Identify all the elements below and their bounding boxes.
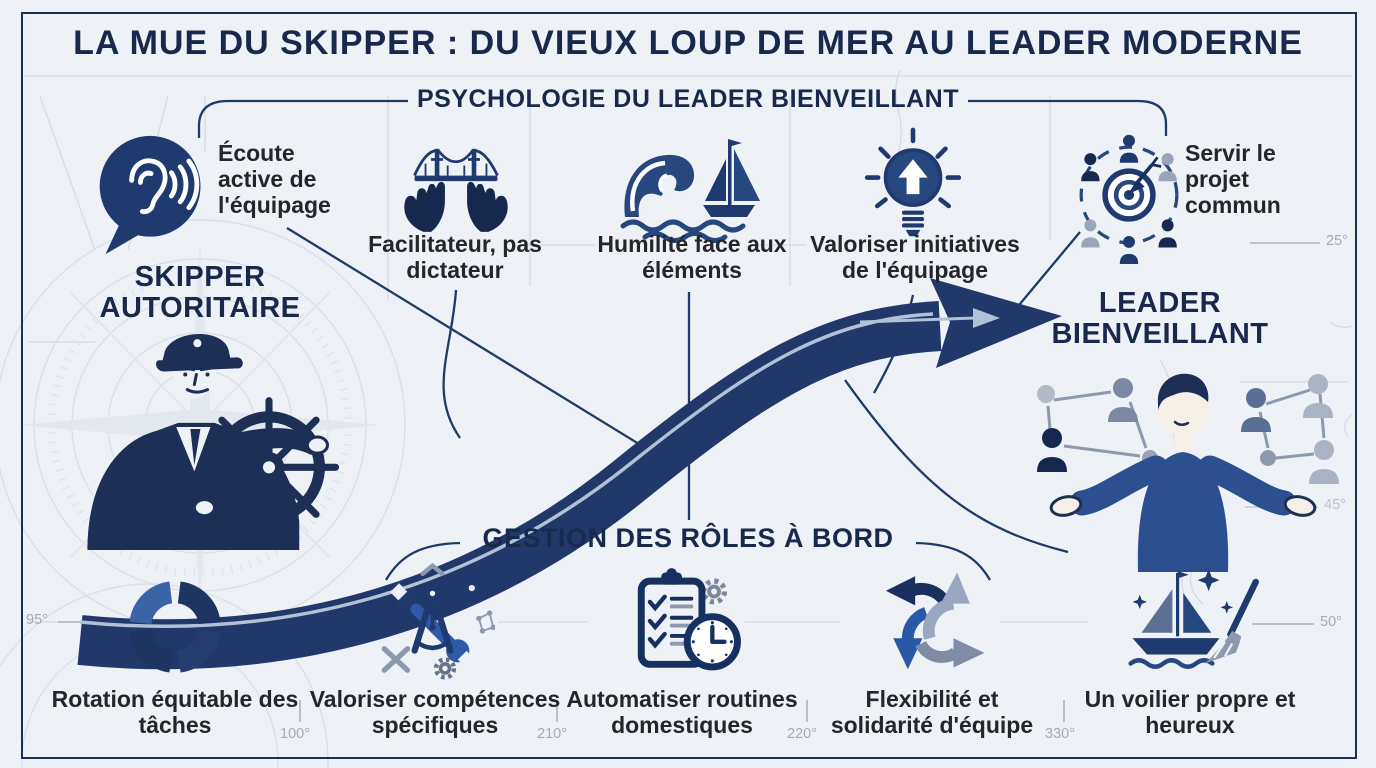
infographic-title: LA MUE DU SKIPPER : DU VIEUX LOUP DE MER… [73,24,1303,62]
role-item-competences [370,563,495,681]
degree-mark-330: 330° [1045,726,1075,742]
team-target-icon [1079,134,1179,264]
psych-item-ecoute [90,130,216,260]
psych-item-servir [1060,126,1198,264]
psych-item-label: Facilitateur, pas dictateur [368,231,542,283]
degree-mark-50: 50° [1320,614,1342,630]
degree-mark-45: 45° [1324,497,1346,513]
role-item-label: Automatiser routines domestiques [566,686,798,738]
degree-mark-25: 25° [1326,233,1348,249]
role-item-label: Valoriser compétences spécifiques [309,686,561,738]
rotation-ring-icon [129,581,221,673]
captain-at-wheel-icon [87,334,340,550]
modern-leader-icon [1037,373,1339,572]
role-item-rotation [120,572,230,682]
skipper-illustration [58,318,363,550]
flex-arrows-icon [885,572,985,670]
checklist-clock-icon [637,568,741,671]
wave-sailboat-icon [620,139,760,243]
skipper-autoritaire-label: SKIPPER AUTORITAIRE [99,261,301,325]
hands-bridge-icon [404,148,508,232]
psych-item-initiatives [858,126,968,242]
role-item-label: Un voilier propre et heureux [1084,686,1296,738]
degree-mark-220: 220° [787,726,817,742]
psych-item-facilitateur [396,132,516,234]
lightbulb-initiative-icon [864,127,962,237]
tools-skills-icon [381,563,495,680]
role-item-label: Flexibilité et solidarité d'équipe [830,686,1034,738]
section-heading-psychologie: PSYCHOLOGIE DU LEADER BIENVEILLANT [416,85,960,113]
degree-mark-210: 210° [537,726,567,742]
psych-item-label: Valoriser initiatives de l'équipage [810,231,1020,283]
psych-item-label: Servir le projet commun [1185,140,1281,218]
role-item-voilier [1118,565,1263,675]
team-members [1081,134,1177,264]
leader-bienveillant-label: LEADER BIENVEILLANT [1051,287,1269,351]
ear-listening-icon [99,135,201,255]
role-item-label: Rotation équitable des tâches [51,686,299,738]
leader-illustration [1018,346,1348,572]
clean-sailboat-icon [1128,569,1259,669]
ship-wheel-icon [198,397,340,538]
degree-mark-100: 100° [280,726,310,742]
psych-item-humilite [615,133,765,243]
section-heading-gestion: GESTION DES RÔLES À BORD [482,523,894,553]
degree-mark-95: 95° [26,612,48,628]
role-item-flexibilite [875,565,990,675]
psych-item-label: Écoute active de l'équipage [218,140,331,218]
sparkle-icons [1132,569,1234,614]
role-item-routines [617,565,747,677]
psych-item-label: Humilité face aux éléments [597,231,787,283]
